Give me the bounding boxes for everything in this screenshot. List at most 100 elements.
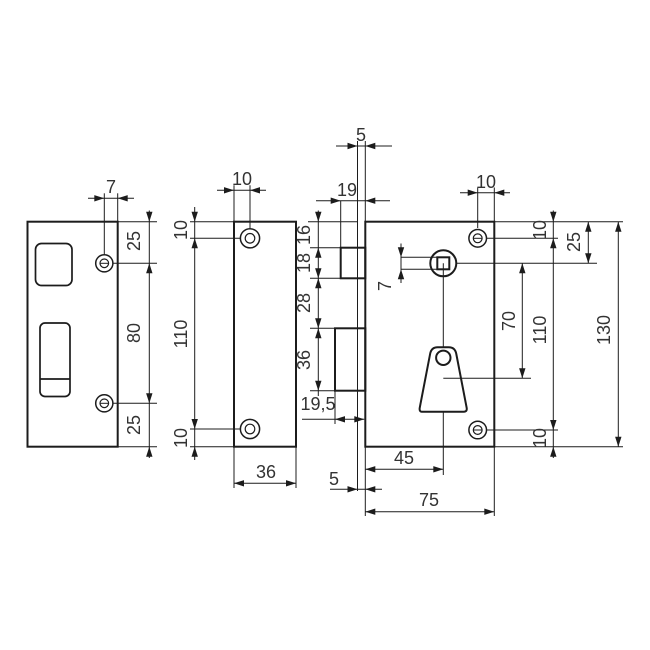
arrowhead: [519, 263, 526, 274]
arrowhead: [519, 368, 526, 379]
dim-label: 16: [294, 225, 314, 245]
dim-label: 130: [594, 315, 614, 345]
arrowhead: [250, 187, 260, 194]
arrowhead: [335, 416, 345, 423]
dim-label: 10: [530, 220, 550, 240]
arrowhead: [315, 380, 322, 391]
strike-latch-cutout: [34, 242, 73, 287]
dim-label: 45: [394, 448, 414, 468]
arrowhead: [365, 508, 376, 515]
dim-label: 10: [530, 428, 550, 448]
arrowhead: [365, 486, 376, 493]
arrowhead: [484, 508, 495, 515]
arrowhead: [494, 189, 505, 196]
dim-label: 80: [124, 323, 144, 343]
arrowhead: [585, 253, 592, 264]
dim-label: 28: [294, 293, 314, 313]
arrowhead: [365, 142, 376, 150]
dim-label: 10: [232, 169, 252, 189]
dim-label: 25: [564, 232, 584, 252]
arrowhead: [550, 420, 557, 430]
dim-label: 25: [124, 231, 144, 251]
faceplate-screw-hole-bottom-inner: [244, 423, 256, 435]
dim-strike-lip-width: 7: [88, 177, 134, 254]
arrowhead: [315, 247, 322, 258]
lock-body-view: 5 19 10: [294, 125, 623, 516]
dim-faceplate-offset-bottom: 5: [329, 469, 382, 493]
arrowhead: [365, 466, 376, 473]
arrowhead: [315, 268, 322, 279]
arrowhead: [146, 393, 153, 404]
dim-label: 18: [294, 253, 314, 273]
strike-bolt-cutout: [39, 322, 71, 398]
dim-latch-width: 19: [316, 180, 390, 248]
dim-body-width: 75: [365, 446, 495, 516]
arrowhead: [467, 189, 478, 196]
arrowhead: [315, 278, 322, 289]
arrowhead: [585, 221, 592, 232]
dim-label: 10: [476, 172, 496, 192]
dim-label: 7: [375, 281, 395, 291]
arrowhead: [354, 416, 365, 423]
dim-spindle-square: 7: [375, 243, 437, 291]
arrowhead: [347, 142, 358, 150]
arrowhead: [191, 446, 198, 457]
arrowhead: [224, 187, 234, 194]
dim-label: 36: [294, 350, 314, 370]
faceplate-body: [233, 220, 297, 448]
dim-label: 7: [106, 177, 116, 197]
arrowhead: [191, 419, 198, 429]
arrowhead: [146, 263, 153, 274]
faceplate-view: 10 10 110 10 36: [171, 169, 297, 488]
arrowhead: [397, 247, 405, 258]
dim-label: 10: [171, 428, 191, 448]
dim-label: 5: [329, 469, 339, 489]
arrowhead: [315, 318, 322, 329]
strike-plate-view: 7 25 80 25: [26, 177, 157, 458]
arrowhead: [315, 211, 322, 222]
dim-label: 110: [530, 316, 550, 345]
dim-body-hole-chain: 10 110 10: [530, 210, 557, 458]
arrowhead: [615, 221, 622, 232]
dim-strike-hole-chain: 25 80 25: [113, 210, 157, 458]
arrowhead: [117, 195, 128, 202]
faceplate-screw-hole-top-inner: [244, 232, 256, 244]
arrowhead: [315, 328, 322, 339]
arrowhead: [234, 480, 244, 487]
arrowhead: [330, 197, 341, 204]
deadbolt: [334, 327, 367, 392]
arrowhead: [365, 197, 376, 204]
arrowhead: [191, 211, 198, 222]
dim-faceplate-hole-chain: 10 110 10: [171, 207, 240, 460]
arrowhead: [347, 486, 358, 493]
dim-label: 19,5: [300, 394, 335, 414]
dim-label: 70: [499, 311, 519, 331]
arrowhead: [550, 211, 557, 222]
dim-left-chain: 16 18 28 36: [294, 210, 358, 396]
arrowhead: [550, 238, 557, 249]
arrowhead: [433, 466, 444, 473]
dim-label: 19: [337, 180, 357, 200]
dim-keyhole-offset: 45: [365, 448, 444, 473]
dim-faceplate-hole-inset: 10: [217, 169, 266, 228]
latch-bolt: [339, 246, 367, 280]
dim-top-to-spindle: 25: [564, 221, 592, 264]
arrowhead: [146, 211, 153, 222]
dim-body-hole-inset: 10: [460, 172, 510, 228]
dim-label: 25: [124, 415, 144, 435]
arrowhead: [94, 195, 105, 202]
dim-spindle-to-keyhole: 70: [499, 263, 526, 379]
dim-body-height: 130: [594, 221, 622, 447]
arrowhead: [397, 269, 405, 280]
dim-label: 75: [419, 490, 439, 510]
dim-faceplate-offset-top: 5: [336, 125, 392, 150]
arrowhead: [550, 446, 557, 457]
keyhole-round: [435, 349, 452, 366]
arrowhead: [286, 480, 296, 487]
lock-case: [364, 220, 496, 448]
arrowhead: [191, 238, 198, 249]
arrowhead: [146, 446, 153, 457]
keyhole: [418, 346, 468, 413]
